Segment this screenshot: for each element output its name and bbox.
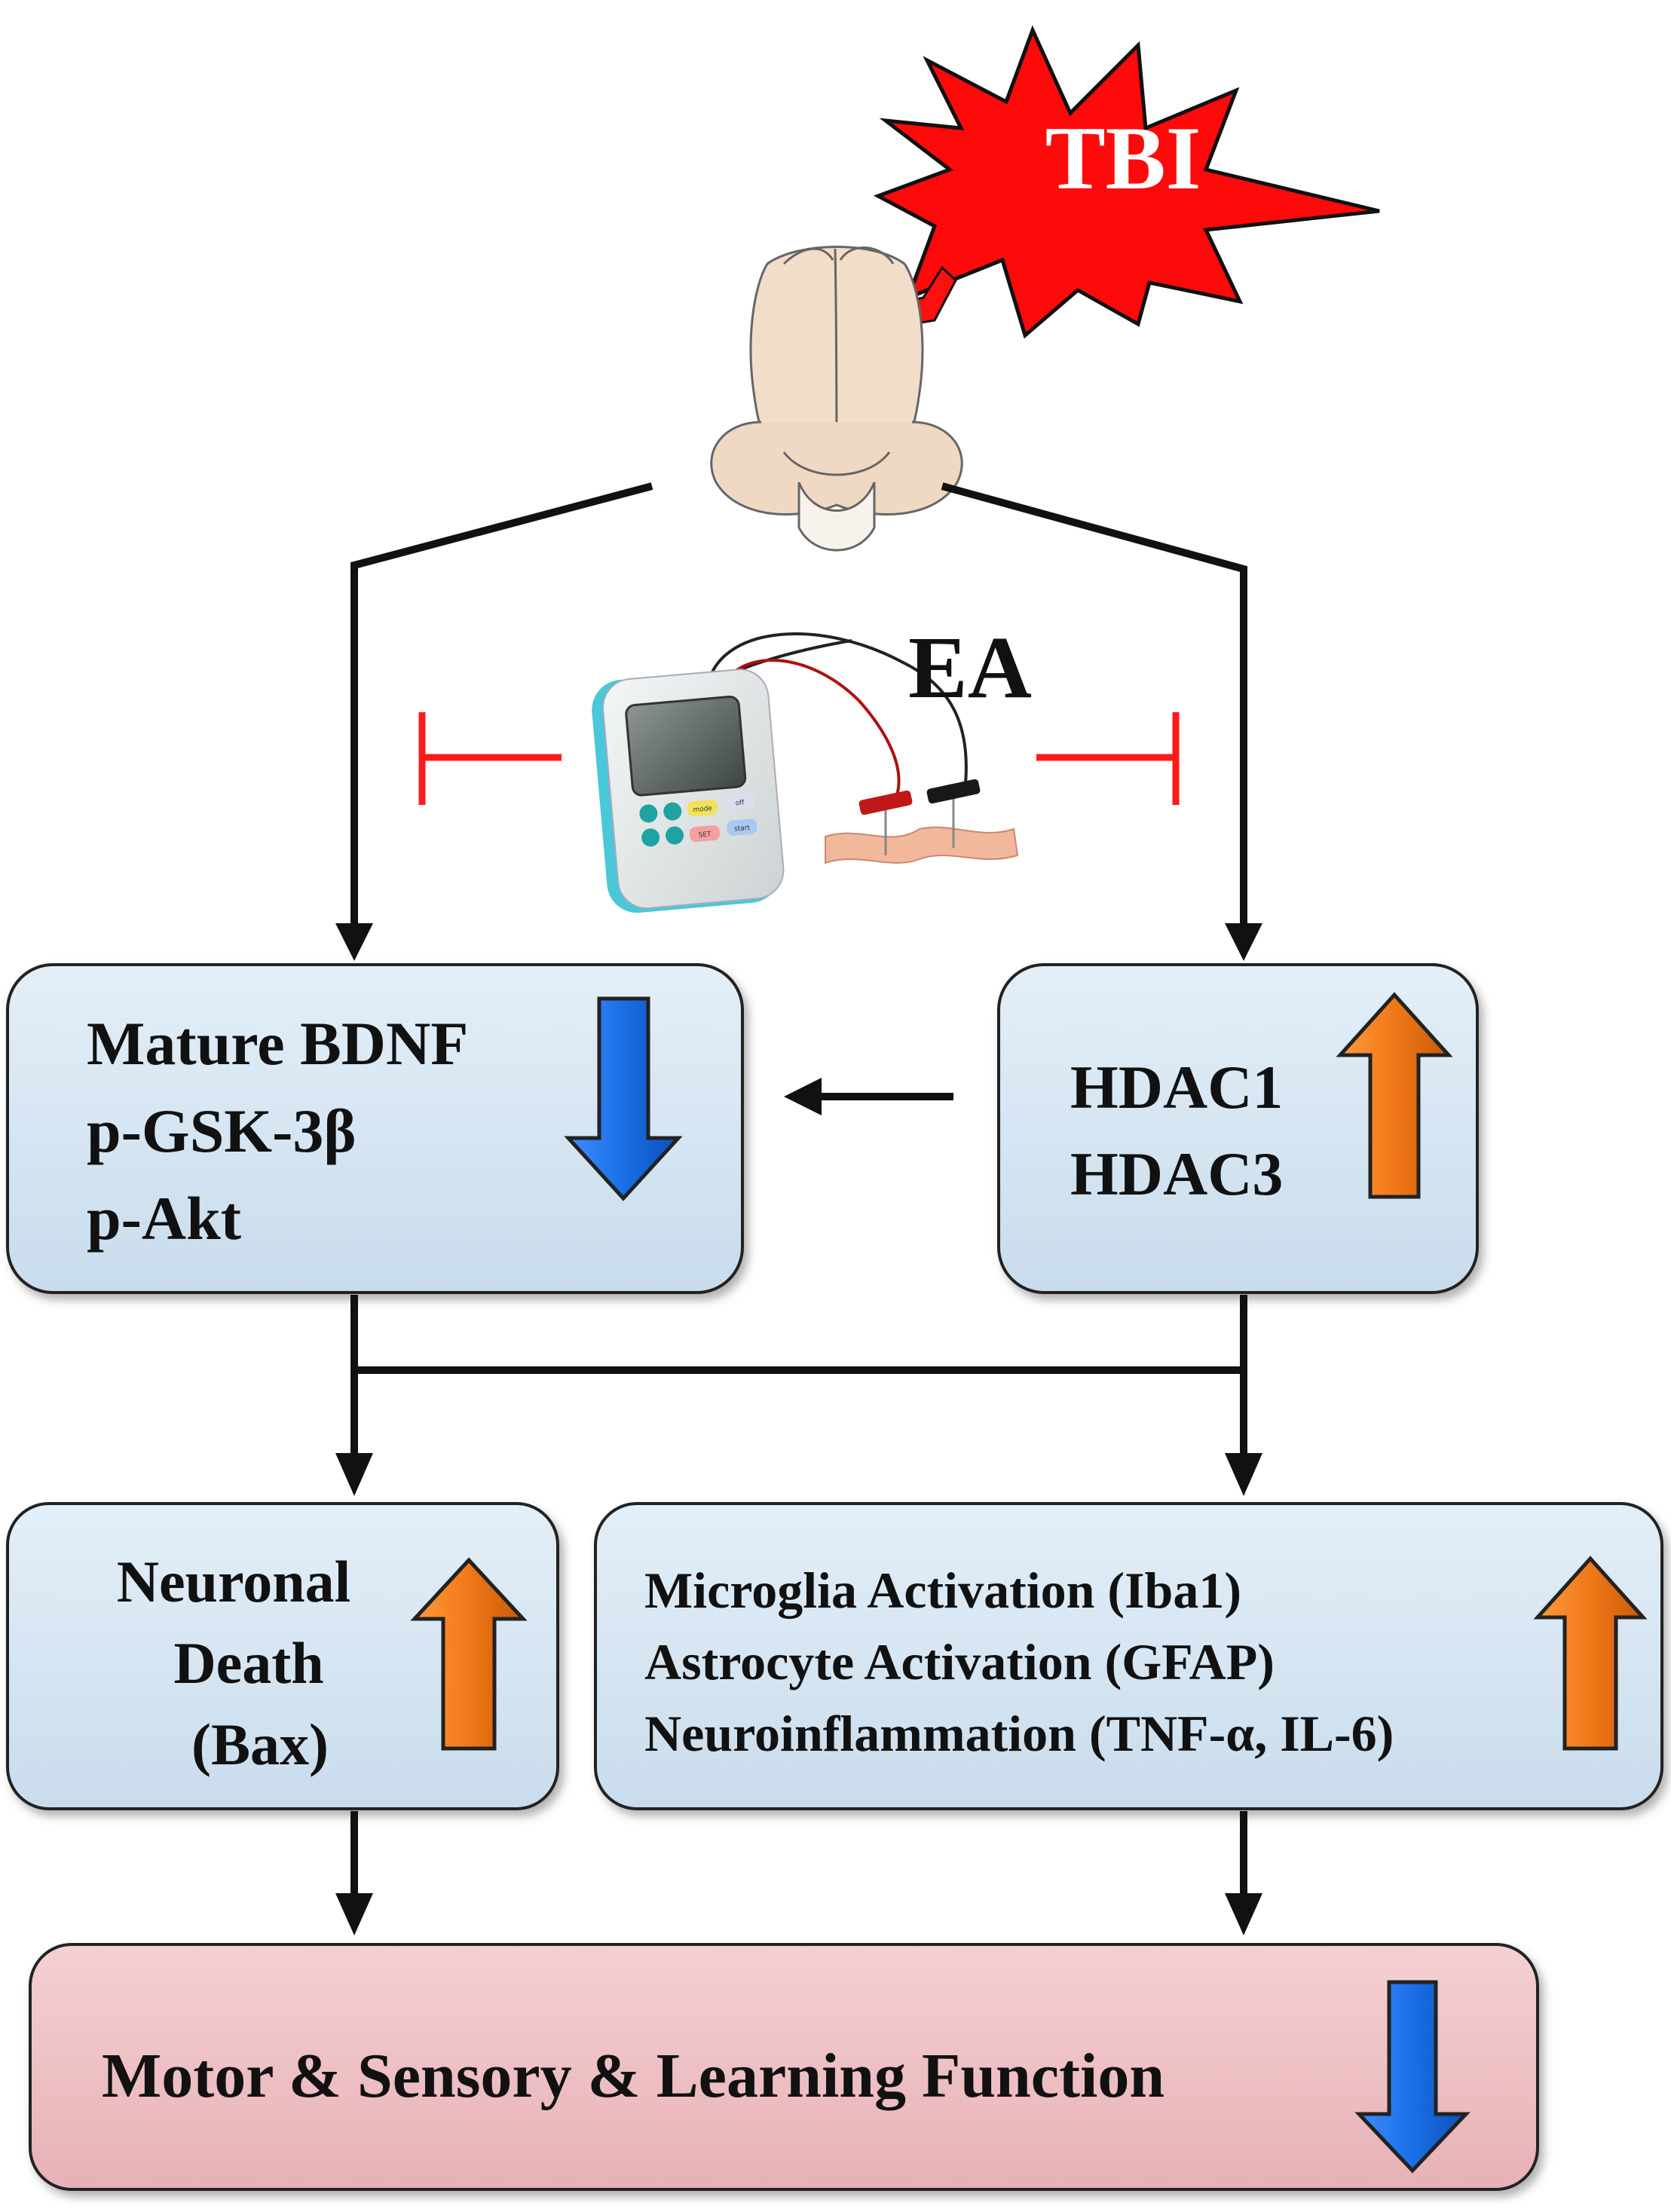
hdac-to-bdnf-arrowhead	[784, 1078, 822, 1115]
box-neuronal-death: Neuronal Death (Bax)	[6, 1502, 559, 1810]
tbi-burst-shape	[873, 25, 1380, 339]
branch-right	[941, 482, 1247, 927]
hdac-up-arrow-icon	[1336, 992, 1453, 1199]
box-bdnf-signaling: Mature BDNF p-GSK-3β p-Akt	[6, 963, 744, 1294]
bdnf-line-3: p-Akt	[87, 1184, 241, 1253]
device-button-start: start	[734, 825, 751, 834]
electroacupuncture-device-icon: mode off SET start	[592, 632, 1019, 913]
inflammation-line-3: Neuroinflammation (TNF-α, IL-6)	[644, 1705, 1394, 1762]
ea-inhibition-left	[418, 712, 562, 805]
hdac-line-2: HDAC3	[1070, 1140, 1283, 1208]
arrow-head-inflammation	[1225, 1453, 1262, 1496]
function-label: Motor & Sensory & Learning Function	[102, 2041, 1164, 2111]
middle-connectors	[350, 1295, 1247, 1458]
connector-lines	[350, 482, 1247, 927]
inflammation-line-2: Astrocyte Activation (GFAP)	[644, 1633, 1275, 1690]
arrow-head-function-left	[335, 1893, 373, 1935]
arrow-head-death	[335, 1453, 373, 1496]
tbi-label: TBI	[1045, 108, 1201, 208]
death-line-1: Neuronal	[117, 1549, 351, 1614]
bdnf-line-2: p-GSK-3β	[87, 1097, 357, 1165]
inflammation-up-arrow-icon	[1533, 1556, 1648, 1751]
function-down-arrow-icon	[1354, 1980, 1471, 2174]
arrow-head-function-right	[1225, 1893, 1262, 1935]
inflammation-line-1: Microglia Activation (Iba1)	[644, 1562, 1241, 1619]
box-neuroinflammation: Microglia Activation (Iba1) Astrocyte Ac…	[594, 1502, 1663, 1810]
arrow-head-left	[335, 923, 373, 961]
device-button-off: off	[735, 799, 745, 807]
death-up-arrow-icon	[410, 1557, 528, 1751]
tbi-starburst: TBI	[873, 25, 1380, 339]
box-hdac: HDAC1 HDAC3	[997, 963, 1479, 1294]
death-line-3: (Bax)	[191, 1712, 329, 1777]
death-line-2: Death	[173, 1630, 323, 1696]
bdnf-line-1: Mature BDNF	[87, 1009, 468, 1078]
arrow-head-right	[1225, 923, 1262, 961]
box-function: Motor & Sensory & Learning Function	[29, 1943, 1539, 2191]
ea-inhibition-right	[1036, 712, 1180, 805]
device-button-mode: mode	[693, 805, 713, 814]
device-button-set: SET	[698, 831, 712, 839]
ea-label: EA	[908, 618, 1032, 717]
bdnf-down-arrow-icon	[564, 996, 683, 1201]
branch-left	[350, 482, 653, 927]
hdac-line-1: HDAC1	[1070, 1053, 1283, 1121]
brain-icon	[710, 246, 963, 552]
